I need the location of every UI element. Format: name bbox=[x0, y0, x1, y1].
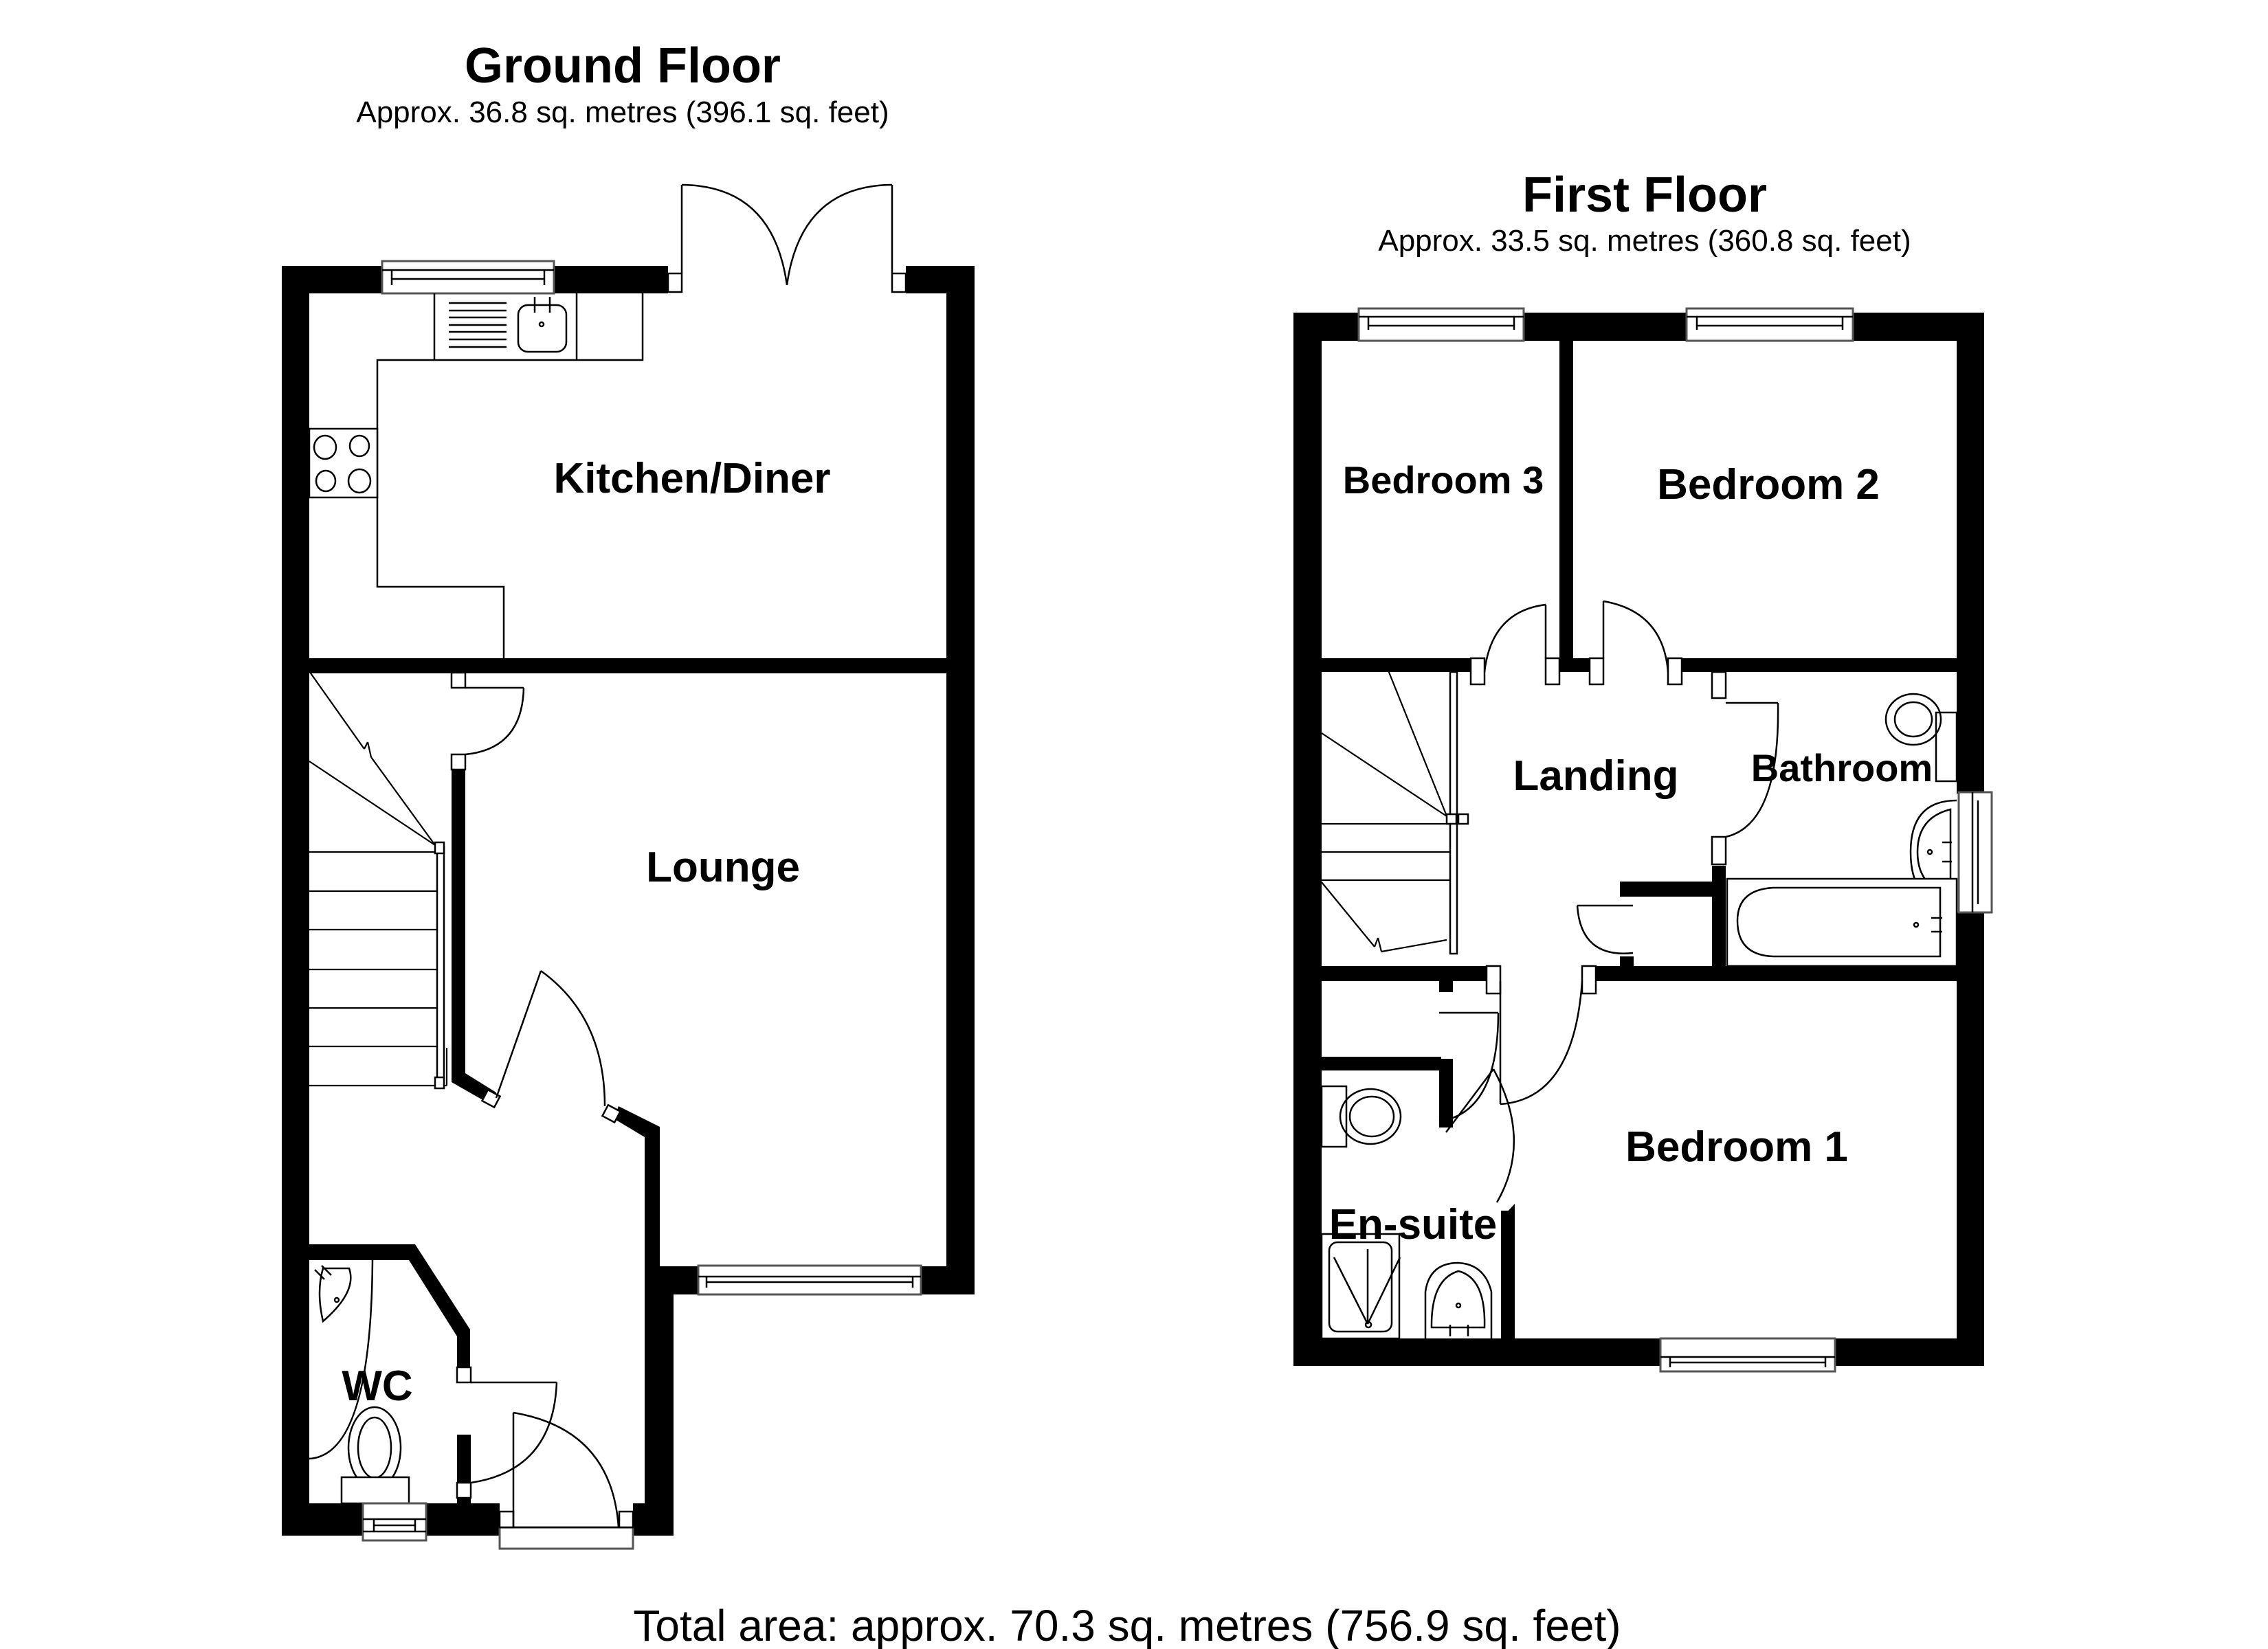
landing-cupboard-door bbox=[1438, 1011, 1500, 1123]
en-suite-door bbox=[1445, 1068, 1515, 1203]
total-area-caption: Total area: approx. 70.3 sq. metres (756… bbox=[633, 1601, 1621, 1649]
ground-floor-title: Ground Floor bbox=[465, 38, 781, 93]
first-floor-title: First Floor bbox=[1522, 168, 1767, 223]
ground-floor-plan: Kitchen/Diner Lounge WC bbox=[282, 183, 975, 1550]
bedroom-2-door bbox=[1588, 600, 1683, 686]
wc-door bbox=[456, 1366, 558, 1499]
french-doors bbox=[667, 183, 907, 293]
bathroom-toilet-icon bbox=[1885, 693, 1958, 783]
first-floor-area: Approx. 33.5 sq. metres (360.8 sq. feet) bbox=[1378, 224, 1911, 258]
hall-door bbox=[450, 671, 525, 771]
bedroom-3-door bbox=[1469, 603, 1561, 686]
en-suite-basin-icon bbox=[1424, 1261, 1493, 1338]
bathroom-door bbox=[1711, 671, 1779, 866]
staircase bbox=[309, 671, 448, 1090]
shower-tray-icon bbox=[1320, 1233, 1401, 1340]
room-label-wc: WC bbox=[342, 1362, 412, 1410]
room-label-kitchen-diner: Kitchen/Diner bbox=[553, 455, 830, 502]
hob-icon bbox=[308, 427, 379, 499]
bathroom-window bbox=[1957, 791, 1993, 914]
room-label-bedroom-2: Bedroom 2 bbox=[1657, 461, 1880, 508]
ground-floor-walls bbox=[282, 266, 975, 1536]
first-floor-walls bbox=[1293, 313, 1984, 1366]
bedroom-1-door bbox=[1485, 965, 1597, 1106]
room-label-lounge: Lounge bbox=[646, 844, 800, 891]
kitchen-units bbox=[376, 293, 644, 658]
room-label-landing: Landing bbox=[1513, 752, 1678, 800]
room-label-bathroom: Bathroom bbox=[1751, 746, 1933, 789]
front-door bbox=[498, 1411, 634, 1550]
en-suite-toilet-icon bbox=[1320, 1085, 1402, 1148]
wc-window bbox=[362, 1502, 427, 1542]
cupboard-door bbox=[1576, 904, 1634, 954]
first-floor-staircase bbox=[1321, 666, 1469, 955]
bedroom-1-window bbox=[1659, 1337, 1836, 1373]
room-label-bedroom-3: Bedroom 3 bbox=[1343, 458, 1544, 502]
sink-icon bbox=[449, 297, 568, 353]
bedroom-2-window bbox=[1685, 307, 1854, 342]
ground-floor-area: Approx. 36.8 sq. metres (396.1 sq. feet) bbox=[356, 96, 889, 129]
bath-icon bbox=[1726, 877, 1958, 967]
lounge-door bbox=[480, 969, 622, 1124]
room-label-bedroom-1: Bedroom 1 bbox=[1625, 1123, 1848, 1171]
bedroom-3-window bbox=[1357, 307, 1525, 342]
room-label-en-suite: En-suite bbox=[1329, 1201, 1498, 1248]
toilet-icon bbox=[340, 1406, 410, 1505]
wc-basin-icon bbox=[309, 1259, 374, 1460]
lounge-window bbox=[697, 1264, 922, 1296]
first-floor-plan: Bedroom 3 Bedroom 2 Landing Bathroom Bed… bbox=[1293, 307, 1993, 1373]
kitchen-window bbox=[381, 260, 555, 295]
